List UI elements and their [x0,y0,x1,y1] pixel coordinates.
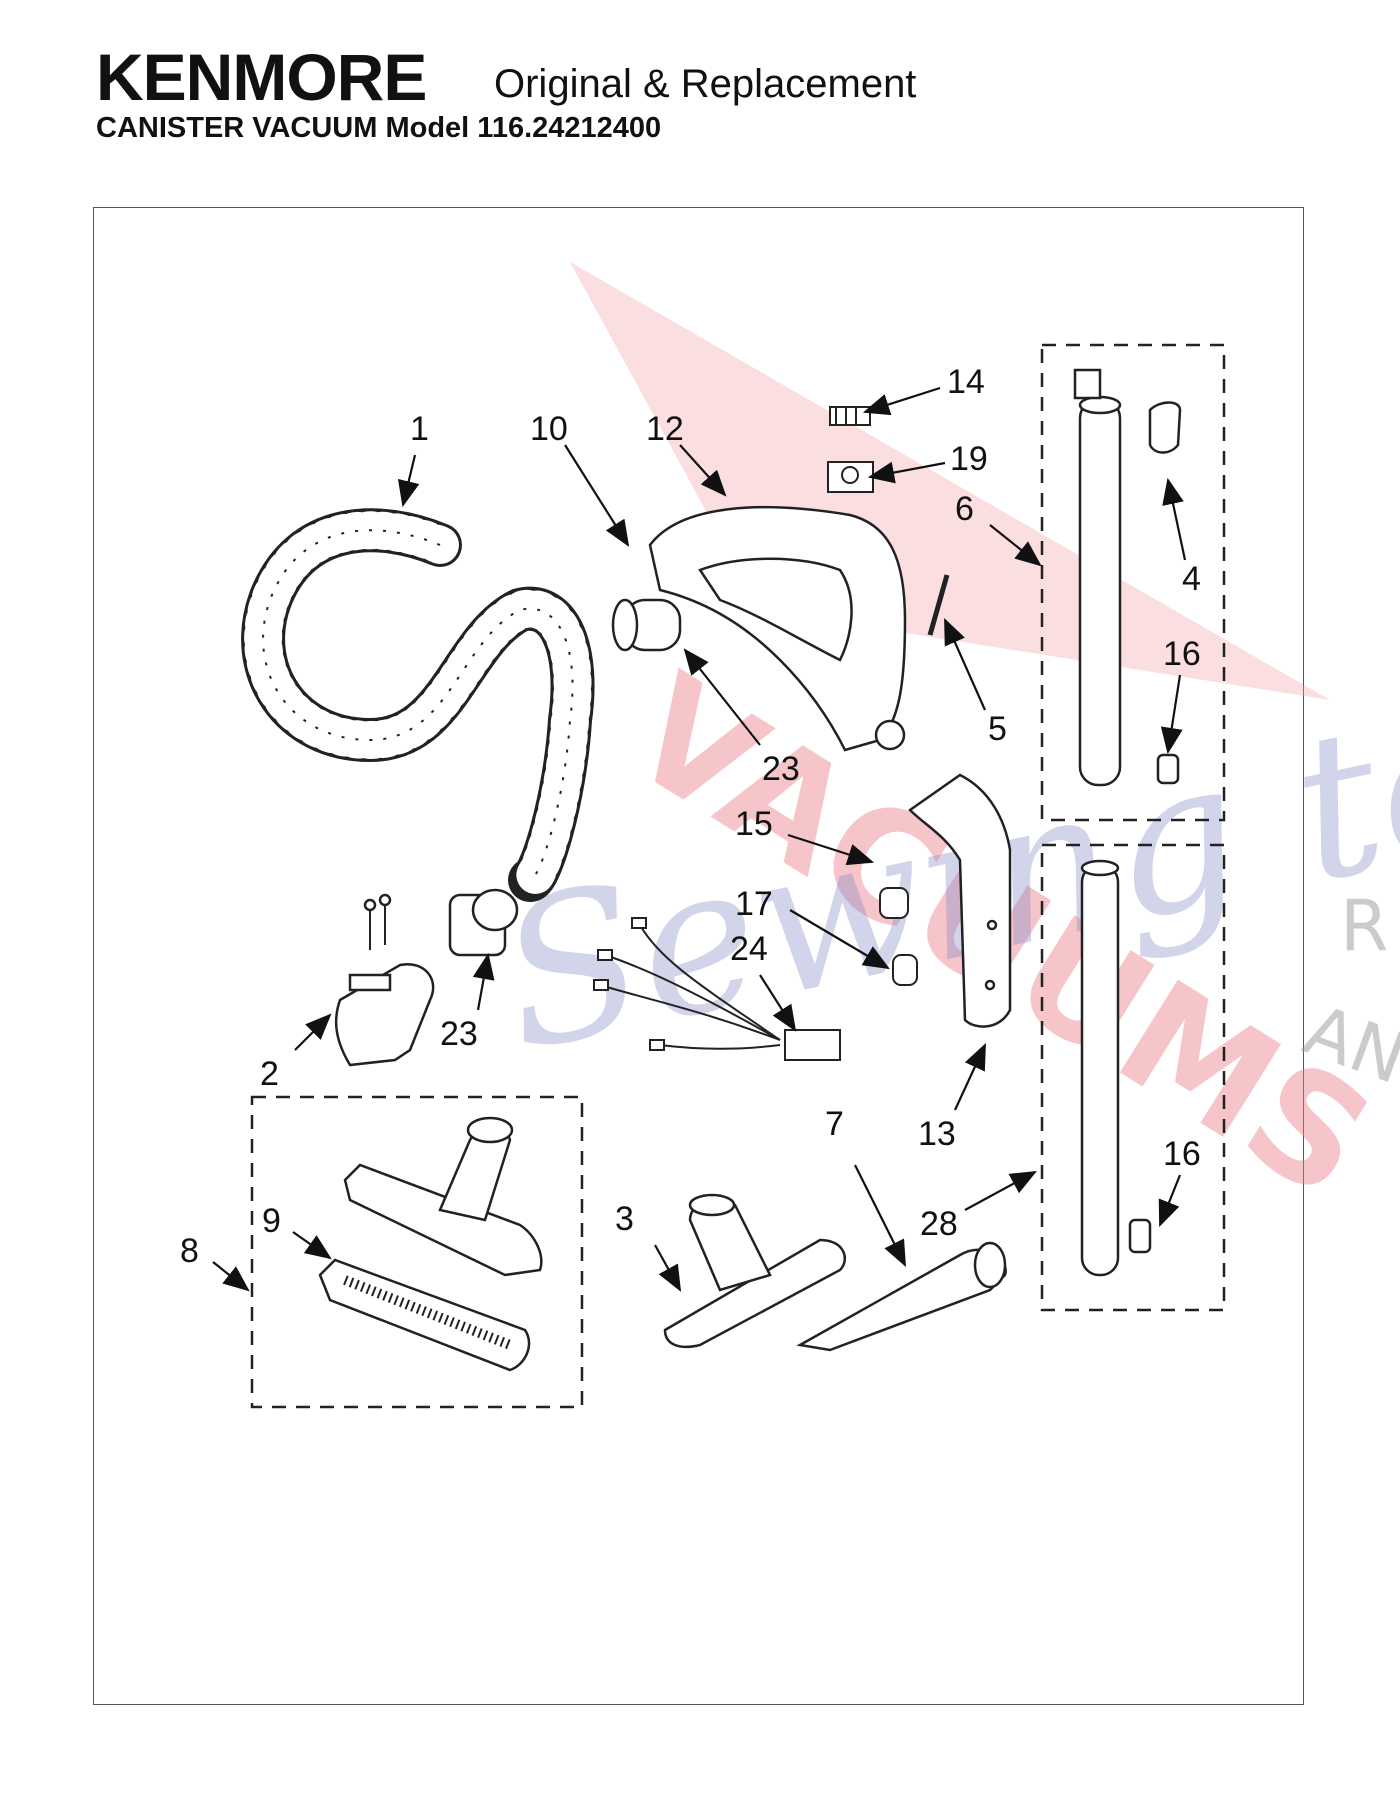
hose-part [241,508,595,902]
part-labels: 1 10 12 14 19 6 4 16 5 23 15 17 24 2 23 … [180,363,1201,1270]
brand-subtitle: Original & Replacement [494,62,917,106]
label-2: 2 [260,1055,279,1093]
label-24: 24 [730,930,768,968]
callout-arrows [212,386,1187,1292]
label-17: 17 [735,885,773,923]
diagram-frame [93,207,1304,1705]
label-28: 28 [920,1205,958,1243]
label-19: 19 [950,440,988,478]
label-3: 3 [615,1200,634,1238]
label-23-bottom: 23 [440,1015,478,1053]
hose-coupling [448,888,519,957]
watermark-r: R [1340,885,1389,967]
floor-brush-part [318,1116,543,1372]
model-line: CANISTER VACUUM Model 116.24212400 [96,112,662,144]
floor-tool-part [663,1193,846,1349]
label-13: 13 [918,1115,956,1153]
filter-cylinder [611,598,682,652]
label-6: 6 [955,490,974,528]
wand-handle-part [908,773,1012,1028]
label-23-top: 23 [762,750,800,788]
wand-tubes [1073,368,1182,1277]
crevice-tool-part [796,1241,1007,1352]
label-15: 15 [735,805,773,843]
label-1: 1 [410,410,429,448]
clip-parts [879,887,918,986]
label-8: 8 [180,1232,199,1270]
label-12: 12 [646,410,684,448]
label-16-top: 16 [1163,635,1201,673]
hose-end-part [334,893,435,1067]
spring-part [927,574,950,636]
watermark: VACUUMS Sewing too R AND [482,262,1400,1232]
brand-name: KENMORE [96,40,427,114]
label-4: 4 [1182,560,1201,598]
label-10: 10 [530,410,568,448]
handle-part [648,505,907,752]
dashed-groups [250,343,1226,1409]
label-9: 9 [262,1202,281,1240]
label-7: 7 [825,1105,844,1143]
wiring-harness [593,917,841,1061]
switch-parts [827,406,874,493]
label-16-bottom: 16 [1163,1135,1201,1173]
label-5: 5 [988,710,1007,748]
label-14: 14 [947,363,985,401]
